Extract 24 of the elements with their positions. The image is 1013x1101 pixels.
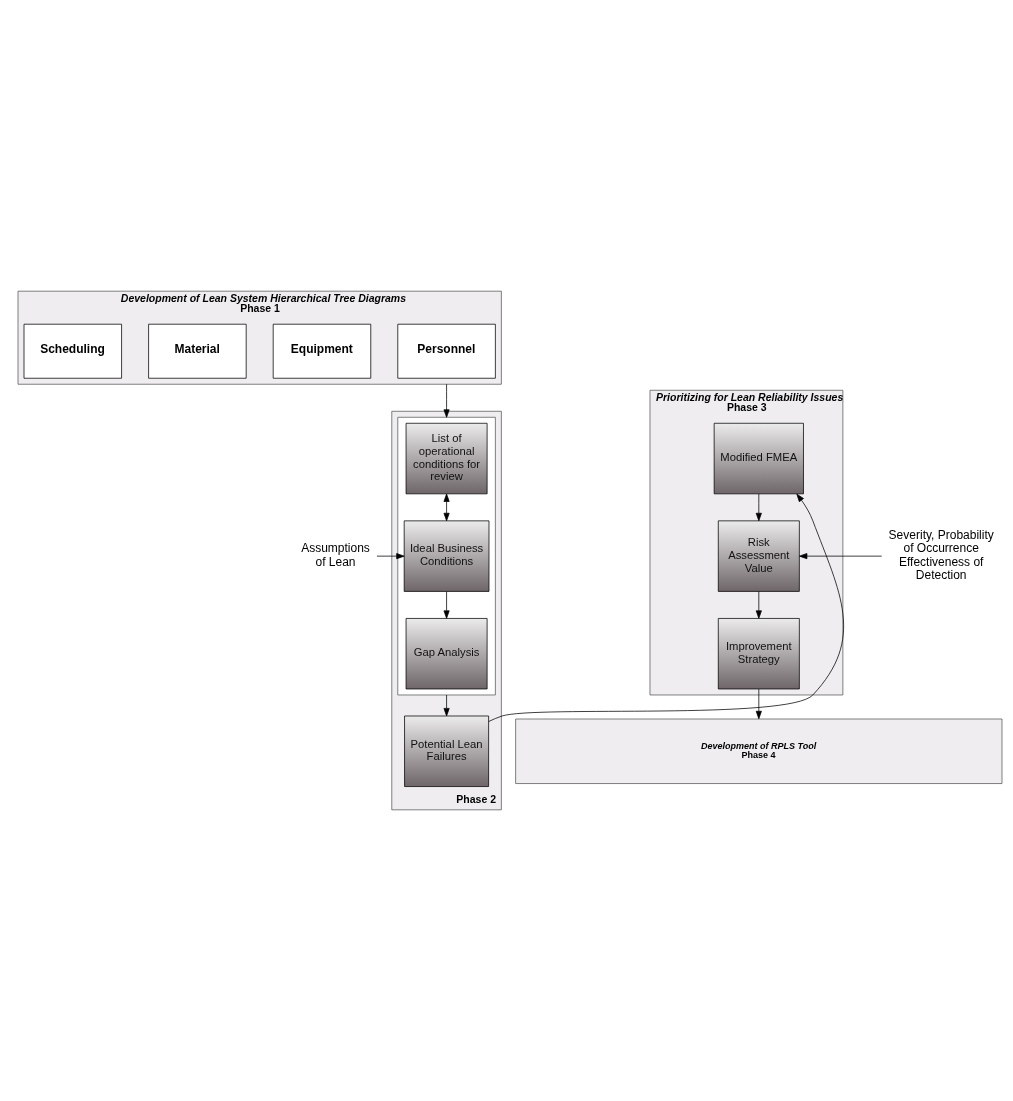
arrow <box>443 591 450 619</box>
arrow <box>443 694 450 717</box>
arrow <box>798 553 882 560</box>
arrow <box>443 493 450 522</box>
node-box: Development of RPLS Tool Phase 4 <box>514 718 1002 784</box>
arrow <box>443 383 450 418</box>
node-box: Equipment <box>272 323 371 379</box>
node-box: Modified FMEA <box>713 422 804 495</box>
arrow <box>755 591 762 619</box>
node-box: List of operational conditions for review <box>405 422 487 495</box>
node-box: Ideal Business Conditions <box>403 520 489 592</box>
node-box: Personnel <box>396 323 496 379</box>
node-box: Improvement Strategy <box>717 618 800 690</box>
node-box: Gap Analysis <box>405 618 487 690</box>
arrow <box>755 688 762 720</box>
node-box: Risk Assessment Value <box>717 520 800 592</box>
arrow <box>755 493 762 522</box>
node-box: Material <box>147 323 247 379</box>
node-text: Severity, Probability of Occurrence Effectiveness of Detection <box>888 527 994 583</box>
node-box: Scheduling <box>23 323 122 379</box>
arrow <box>376 553 404 560</box>
arrow <box>487 493 844 722</box>
node-box: Potential Lean Failures <box>403 715 489 787</box>
node-text: Assumptions of Lean <box>300 541 370 569</box>
